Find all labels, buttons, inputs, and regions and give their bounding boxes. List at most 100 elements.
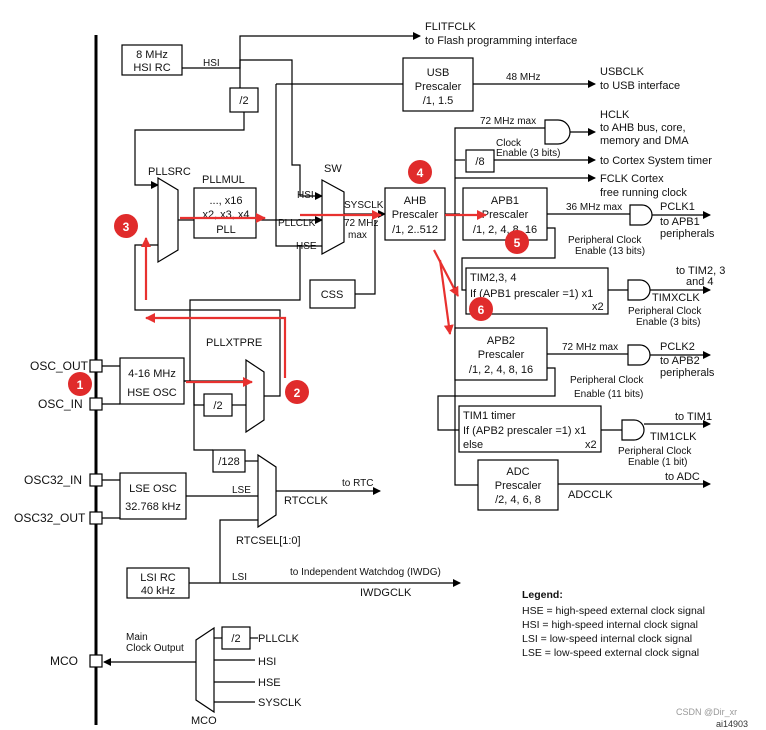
sysclk-max: max: [348, 230, 367, 241]
pllxtpre-label: PLLXTPRE: [206, 337, 262, 349]
svg-text:2: 2: [294, 386, 301, 400]
pclk1-and-gate: [629, 204, 653, 226]
hclk-desc2: memory and DMA: [600, 135, 689, 147]
rtcsel-label: RTCSEL[1:0]: [236, 535, 301, 547]
svg-text:4-16 MHz: 4-16 MHz: [128, 368, 176, 380]
tim1-block: TIM1 timer If (APB2 prescaler =1) x1 els…: [458, 405, 602, 453]
flitfclk-desc: to Flash programming interface: [425, 35, 577, 47]
apb2-periph-clock: Peripheral Clock: [570, 375, 644, 386]
pllmul-label: PLLMUL: [202, 174, 245, 186]
pclk1-desc2: peripherals: [660, 228, 715, 240]
pclk2-and-gate: [627, 344, 651, 366]
svg-text:Prescaler: Prescaler: [415, 81, 462, 93]
svg-text:x2, x3, x4: x2, x3, x4: [202, 209, 249, 221]
svg-text:HSE OSC: HSE OSC: [127, 387, 177, 399]
pclk2-desc2: peripherals: [660, 367, 715, 379]
badge-1: 1: [68, 372, 92, 396]
sw-mux: [321, 178, 345, 256]
ahb-prescaler-block: AHB Prescaler /1, 2..512: [384, 187, 446, 241]
tim1-periph-clock: Peripheral Clock: [618, 446, 692, 457]
hclk-label: HCLK: [600, 109, 630, 121]
sw-pllclk-label: PLLCLK: [278, 218, 316, 229]
hsi-div2-block: [229, 87, 259, 113]
svg-text:/8: /8: [475, 156, 484, 168]
badge-2: 2: [285, 380, 309, 404]
svg-text:HSI RC: HSI RC: [133, 62, 170, 74]
badge-3: 3: [114, 214, 138, 238]
svg-text:Prescaler: Prescaler: [495, 480, 542, 492]
svg-text:ADC: ADC: [506, 466, 529, 478]
osc-out-pin: [89, 359, 103, 373]
usbclk-desc: to USB interface: [600, 80, 680, 92]
pclk1-label: PCLK1: [660, 201, 695, 213]
osc32-out-pin: [89, 511, 103, 525]
tim1-and-gate: [621, 419, 645, 441]
svg-text:PLL: PLL: [216, 224, 236, 236]
svg-text:5: 5: [514, 236, 521, 250]
sysclk-label: SYSCLK: [344, 200, 384, 211]
svg-text:/2: /2: [239, 95, 248, 107]
tim1clk-label: TIM1CLK: [650, 431, 697, 443]
svg-text:6: 6: [478, 303, 485, 317]
adc-prescaler-block: ADC Prescaler /2, 4, 6, 8: [477, 459, 559, 511]
apb1-periph-enable: Enable (13 bits): [575, 246, 645, 257]
reference-id: ai14903: [716, 719, 748, 729]
rtcsel-mux: [257, 453, 277, 529]
svg-text:x2: x2: [592, 301, 604, 313]
tim1-periph-enable: Enable (1 bit): [628, 457, 687, 468]
svg-text:Prescaler: Prescaler: [478, 349, 525, 361]
svg-text:LSE = low-speed external clock: LSE = low-speed external clock signal: [522, 647, 699, 659]
hclk-and-gate: [544, 119, 571, 145]
usbclk-label: USBCLK: [600, 66, 645, 78]
svg-text:32.768 kHz: 32.768 kHz: [125, 501, 181, 513]
hse-osc-block: 4-16 MHz HSE OSC: [119, 357, 185, 405]
div8-block: [465, 149, 495, 173]
osc32-in-pin: [89, 473, 103, 487]
pllxtpre-mux: [245, 358, 265, 434]
fclk-label: FCLK Cortex: [600, 173, 664, 185]
clock-enable-label: Clock: [496, 138, 522, 149]
apb2-72mhz-max: 72 MHz max: [562, 342, 618, 353]
mco-hsi-label: HSI: [258, 656, 276, 668]
to-rtc-label: to RTC: [342, 478, 374, 489]
annotation-arrows: [141, 210, 487, 387]
apb2-periph-enable: Enable (11 bits): [574, 389, 643, 400]
to-tim234-label: to TIM2, 3: [676, 265, 725, 277]
tim234-periph-enable: Enable (3 bits): [636, 317, 700, 328]
svg-text:Prescaler: Prescaler: [482, 209, 529, 221]
osc-in-label: OSC_IN: [38, 397, 83, 411]
mco-pin: [89, 654, 103, 668]
svg-text:else: else: [463, 439, 483, 451]
to-tim234-label2: and 4: [686, 276, 714, 288]
tim234-periph-clock: Peripheral Clock: [628, 306, 702, 317]
hclk-72mhz-max: 72 MHz max: [480, 116, 536, 127]
svg-text:..., x16: ..., x16: [209, 195, 242, 207]
to-tim1-label: to TIM1: [675, 411, 712, 423]
svg-text:/1, 2..512: /1, 2..512: [392, 224, 438, 236]
pll-block: ..., x16 x2, x3, x4 PLL: [193, 187, 257, 239]
svg-text:8 MHz: 8 MHz: [136, 49, 168, 61]
badge-6: 6: [469, 297, 493, 321]
svg-text:Legend:: Legend:: [522, 589, 563, 601]
svg-text:LSE OSC: LSE OSC: [129, 483, 177, 495]
apb2-prescaler-block: APB2 Prescaler /1, 2, 4, 8, 16: [454, 327, 548, 381]
lse-wire-label: LSE: [232, 485, 251, 496]
hclk-desc1: to AHB bus, core,: [600, 122, 686, 134]
usb-48mhz-label: 48 MHz: [506, 72, 540, 83]
svg-text:AHB: AHB: [404, 195, 427, 207]
svg-text:If (APB2 prescaler =1) x1: If (APB2 prescaler =1) x1: [463, 425, 586, 437]
mco-mux-label: MCO: [191, 715, 217, 727]
pllsrc-mux: [157, 176, 179, 264]
svg-text:/2, 4, 6, 8: /2, 4, 6, 8: [495, 494, 541, 506]
svg-text:4: 4: [417, 166, 424, 180]
svg-text:x2: x2: [585, 439, 597, 451]
mco-mux: [195, 626, 215, 714]
pclk1-desc1: to APB1: [660, 216, 700, 228]
sysclk-72mhz: 72 MHz: [344, 218, 378, 229]
svg-text:Prescaler: Prescaler: [392, 209, 439, 221]
svg-text:/1, 1.5: /1, 1.5: [423, 95, 454, 107]
osc-out-label: OSC_OUT: [30, 359, 89, 373]
svg-text:/2: /2: [231, 633, 240, 645]
svg-text:LSI = low-speed internal clock: LSI = low-speed internal clock signal: [522, 633, 692, 645]
